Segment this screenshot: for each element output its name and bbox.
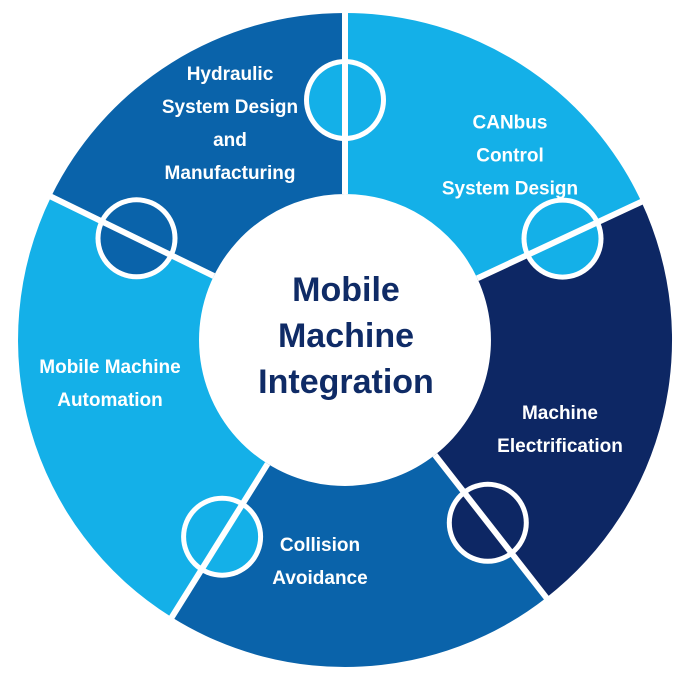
hydraulic-label-line1: Hydraulic	[186, 64, 274, 85]
electrification-label-line1: Machine	[521, 403, 599, 424]
puzzle-pieces	[18, 11, 673, 668]
automation-label-line2: Automation	[57, 390, 163, 411]
piece-label-electrification: Machine Electrification	[497, 397, 623, 463]
automation-label-line1: Mobile Machine	[39, 357, 181, 378]
piece-separator	[47, 193, 216, 279]
piece-separator	[476, 198, 645, 282]
piece-label-automation: Mobile Machine Automation	[39, 351, 180, 417]
piece-label-hydraulic: Hydraulic System Design and Manufacturin…	[162, 58, 298, 190]
center-title-line3: Integration	[258, 363, 434, 401]
electrification-label-line2: Electrification	[497, 436, 623, 457]
piece-label-collision: Collision Avoidance	[272, 529, 367, 595]
piece-separator	[432, 453, 550, 602]
center-title-line1: Mobile	[292, 271, 400, 309]
canbus-label-line2: Control	[476, 145, 544, 167]
canbus-label-line3: System Design	[441, 178, 579, 200]
canbus-label-line1: CANbus	[472, 112, 548, 134]
hydraulic-label-line3: and	[213, 130, 247, 151]
center-title-line2: Machine	[277, 317, 415, 355]
center-circle	[200, 195, 490, 485]
hydraulic-label-line4: Manufacturing	[164, 163, 296, 184]
center-title: Mobile Machine Integration	[258, 267, 434, 405]
hydraulic-label-line2: System Design	[161, 97, 299, 118]
collision-label-line2: Avoidance	[272, 568, 368, 589]
piece-separator	[168, 462, 271, 621]
piece-label-canbus: CANbus Control System Design	[442, 107, 578, 206]
collision-label-line1: Collision	[279, 535, 361, 556]
